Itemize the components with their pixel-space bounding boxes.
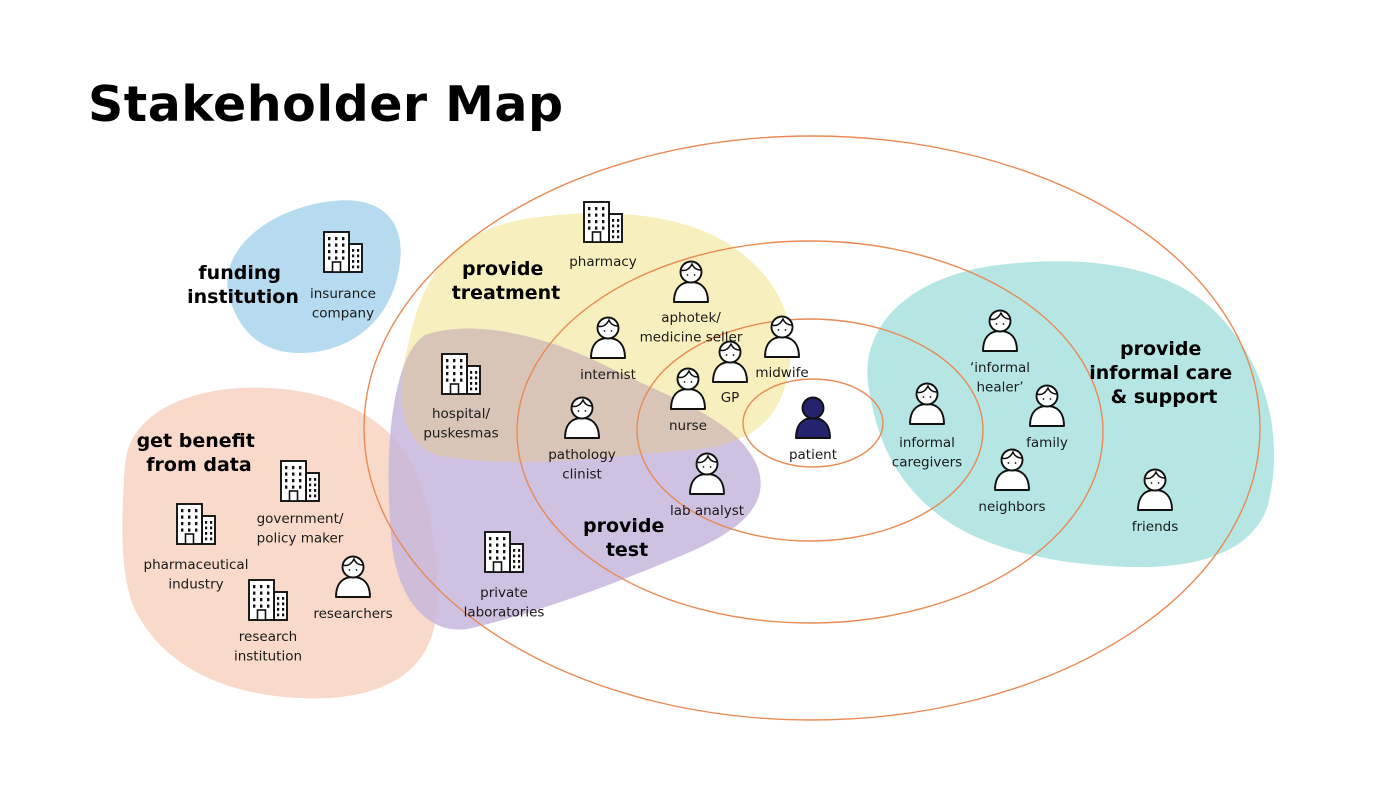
- person-icon: [689, 452, 725, 495]
- stakeholder-label: nurse: [669, 418, 707, 434]
- building-icon: [323, 231, 363, 273]
- stakeholder-label: internist: [580, 367, 636, 383]
- ring-inner: [742, 378, 884, 468]
- stakeholder-pharmacy: pharmacy: [569, 201, 637, 270]
- building-icon: [280, 460, 320, 502]
- stakeholder-label: family: [1026, 435, 1068, 451]
- building-icon: [176, 503, 216, 545]
- data-region: [122, 387, 437, 699]
- person-icon: [764, 315, 800, 358]
- stakeholder-lab-analyst: lab analyst: [670, 452, 744, 519]
- stakeholder-gp: GP: [712, 340, 748, 406]
- stakeholder-label: researchers: [313, 606, 392, 622]
- stakeholder-family: family: [1026, 384, 1068, 451]
- person-icon: [712, 340, 748, 383]
- person-icon: [1029, 384, 1065, 427]
- group-label-treatment: provide treatment: [452, 258, 561, 304]
- person-icon: [994, 448, 1030, 491]
- stakeholder-researchers: researchers: [313, 555, 393, 622]
- stakeholder-friends: friends: [1132, 468, 1179, 535]
- funding-region: [227, 200, 401, 354]
- stakeholder-hospital: hospital/puskesmas: [423, 353, 499, 442]
- person-icon: [564, 396, 600, 439]
- stakeholder-label: hospital/puskesmas: [423, 406, 498, 442]
- stakeholder-internist: internist: [580, 316, 636, 383]
- stakeholder-label: lab analyst: [670, 503, 744, 519]
- stakeholder-label: midwife: [755, 365, 808, 381]
- group-label-data: get benefit from data: [137, 430, 262, 476]
- stakeholder-aphotek: aphotek/medicine seller: [640, 260, 743, 346]
- building-icon: [583, 201, 623, 243]
- stakeholder-midwife: midwife: [755, 315, 809, 381]
- building-icon: [484, 531, 524, 573]
- ring-third: [516, 240, 1104, 624]
- overlap-region: [401, 328, 761, 463]
- ring-second: [636, 318, 984, 542]
- stakeholder-nurse: nurse: [669, 367, 707, 434]
- stakeholder-government: government/policy maker: [257, 460, 344, 547]
- ring-layer: [363, 135, 1261, 721]
- stakeholder-label: GP: [721, 390, 740, 406]
- group-label-layer: funding institution get benefit from dat…: [137, 258, 1238, 561]
- group-label-informal: provide informal care & support: [1089, 338, 1238, 408]
- page-title: Stakeholder Map: [88, 76, 564, 133]
- stakeholder-label: patient: [789, 447, 837, 463]
- person-icon: [673, 260, 709, 303]
- person-icon: [335, 555, 371, 598]
- stakeholder-label: pharmacy: [569, 254, 637, 270]
- informal-care-region: [867, 261, 1275, 568]
- person-icon: [982, 309, 1018, 352]
- person-icon: [909, 382, 945, 425]
- person-icon: [795, 396, 831, 439]
- group-label-funding: funding institution: [187, 262, 299, 308]
- region-layer: [122, 200, 1275, 699]
- stakeholder-patient: patient: [789, 396, 837, 463]
- group-label-test: provide test: [583, 515, 671, 561]
- ring-outer: [363, 135, 1261, 721]
- person-icon: [590, 316, 626, 359]
- building-icon: [441, 353, 481, 395]
- stakeholder-neighbors: neighbors: [978, 448, 1046, 515]
- stakeholder-label: friends: [1132, 519, 1179, 535]
- stakeholder-label: government/policy maker: [257, 511, 344, 547]
- stakeholder-label: aphotek/medicine seller: [640, 310, 743, 346]
- person-icon: [1137, 468, 1173, 511]
- person-icon: [670, 367, 706, 410]
- stakeholder-label: neighbors: [978, 499, 1045, 515]
- building-icon: [248, 579, 288, 621]
